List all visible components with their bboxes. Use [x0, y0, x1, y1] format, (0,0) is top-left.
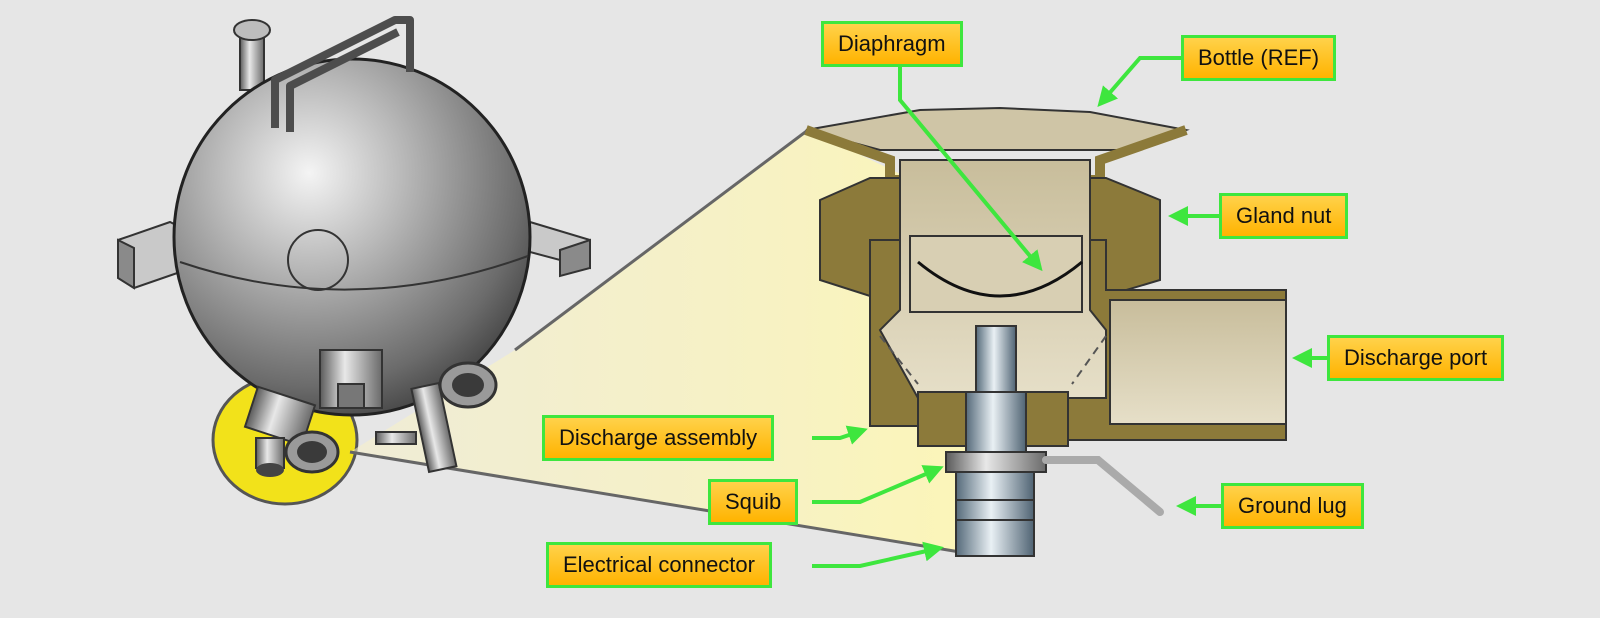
discharge-cutaway	[804, 106, 1287, 447]
leader-lines	[812, 56, 1328, 568]
diaphragm-icon	[917, 260, 1083, 298]
label-electrical-connector: Electrical connector	[546, 542, 772, 588]
label-gland-nut: Gland nut	[1219, 193, 1349, 239]
label-bottle-ref: Bottle (REF)	[1181, 35, 1337, 81]
ground-lug-wire	[1042, 456, 1164, 516]
label-squib: Squib	[708, 479, 799, 525]
label-diaphragm: Diaphragm	[821, 21, 963, 67]
label-ground-lug: Ground lug	[1221, 483, 1364, 529]
squib-icon	[945, 325, 1047, 557]
label-discharge-port: Discharge port	[1327, 335, 1505, 381]
fire-extinguisher-bottle-icon	[117, 16, 591, 477]
label-discharge-assembly: Discharge assembly	[542, 415, 775, 461]
